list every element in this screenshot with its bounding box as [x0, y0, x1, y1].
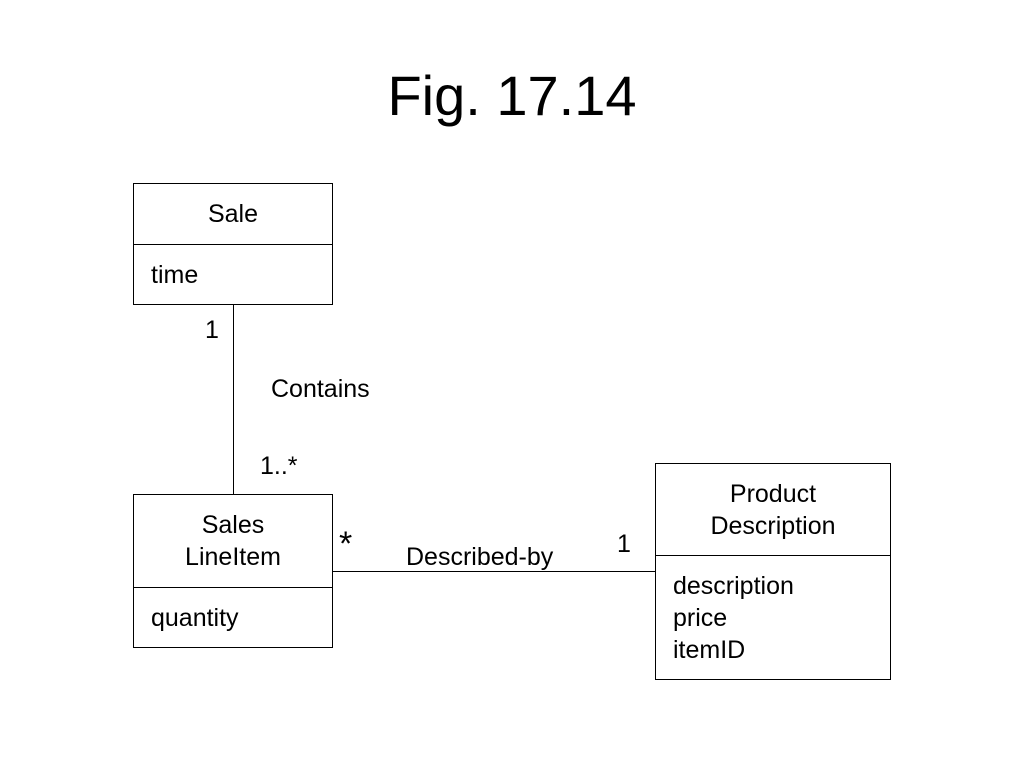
- class-sales-line-item-name: Sales LineItem: [134, 495, 332, 588]
- attribute-time: time: [151, 260, 199, 289]
- class-sale: Sale time: [133, 183, 333, 305]
- attribute-item-id: itemID: [673, 635, 746, 664]
- class-sales-line-item: Sales LineItem quantity: [133, 494, 333, 648]
- class-name-line: Product: [729, 479, 817, 508]
- association-line-described-by: [333, 571, 655, 572]
- class-product-description-name: Product Description: [656, 464, 890, 556]
- association-label-described-by: Described-by: [406, 543, 554, 571]
- multiplicity-line-item-contains: 1..*: [260, 452, 298, 480]
- class-name-line: Sale: [207, 200, 259, 228]
- figure-title: Fig. 17.14: [387, 64, 637, 127]
- class-name-line: LineItem: [185, 543, 281, 571]
- multiplicity-sale: 1: [205, 316, 219, 344]
- class-sales-line-item-attributes: quantity: [134, 588, 332, 647]
- association-line-contains: [233, 305, 234, 494]
- multiplicity-line-item-described-by: *: [339, 525, 353, 563]
- class-sale-name: Sale: [134, 184, 332, 245]
- association-label-contains: Contains: [271, 375, 370, 403]
- attribute-quantity: quantity: [151, 603, 239, 632]
- class-name-line: Sales: [201, 511, 265, 539]
- attribute-price: price: [673, 603, 728, 632]
- class-product-description: Product Description description price it…: [655, 463, 891, 680]
- multiplicity-product: 1: [617, 530, 631, 558]
- class-product-description-attributes: description price itemID: [656, 556, 890, 679]
- class-name-line: Description: [710, 511, 836, 540]
- attribute-description: description: [673, 571, 794, 600]
- class-sale-attributes: time: [134, 245, 332, 304]
